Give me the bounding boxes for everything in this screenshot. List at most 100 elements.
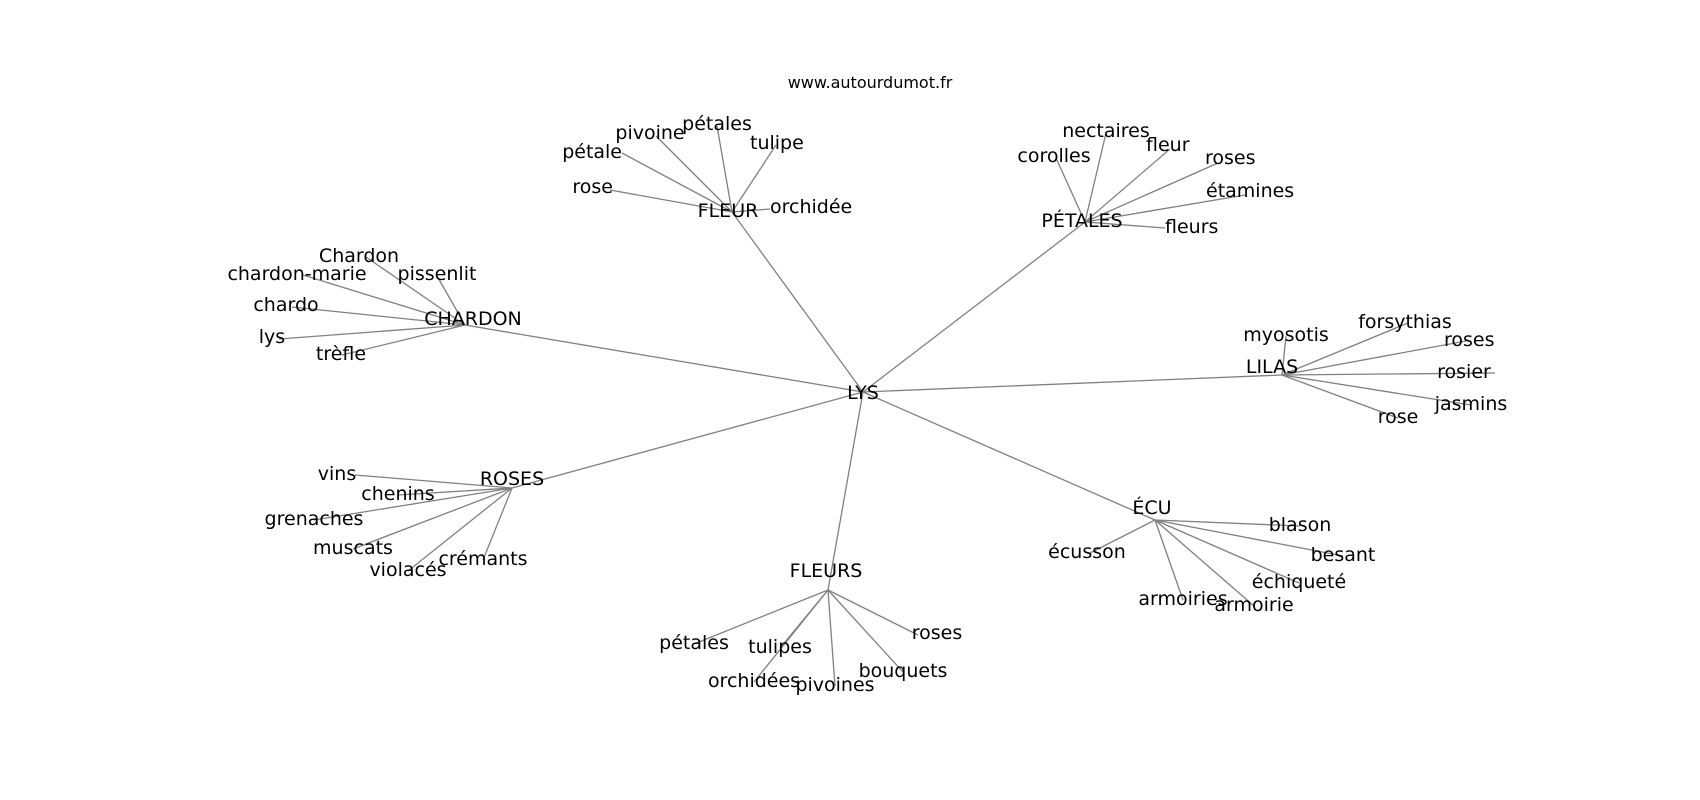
edge-petales-4: [1084, 194, 1246, 223]
leaf-label-roses-1: chenins: [361, 483, 434, 505]
hub-label-fleurs: FLEURS: [790, 560, 863, 582]
edge-roses-2: [313, 487, 513, 521]
hub-label-lilas: LILAS: [1246, 356, 1298, 378]
leaf-label-fleurs-5: roses: [912, 622, 963, 644]
edge-petales-3: [1084, 162, 1219, 223]
leaf-label-roses-5: crémants: [438, 548, 527, 570]
edge-ecu-0: [1089, 519, 1156, 554]
leaf-label-roses-0: vins: [318, 463, 356, 485]
leaf-label-ecu-2: besant: [1311, 544, 1376, 566]
leaf-label-fleurs-3: pivoines: [795, 674, 874, 696]
leaf-label-ecu-0: écusson: [1048, 541, 1126, 563]
leaf-label-lilas-1: forsythias: [1358, 311, 1452, 333]
leaf-label-fleur-0: rose: [572, 176, 613, 198]
edge-petales-0: [1055, 157, 1086, 223]
edge-ecu-5: [1154, 519, 1255, 607]
leaf-label-chardon-1: chardon-marie: [227, 263, 366, 285]
leaf-label-lilas-2: roses: [1444, 329, 1495, 351]
edge-chardon-5: [341, 324, 466, 356]
edge-chardon-2: [436, 275, 466, 326]
leaf-label-chardon-5: trèfle: [316, 343, 366, 365]
edge-roses-0: [354, 474, 513, 489]
edge-center-fleurs: [827, 391, 864, 591]
hub-label-ecu: ÉCU: [1132, 496, 1171, 519]
leaf-label-petales-0: corolles: [1017, 145, 1090, 167]
leaf-label-fleurs-0: pétales: [659, 632, 729, 654]
edge-fleur-1: [621, 152, 733, 213]
leaf-label-lilas-5: rose: [1378, 406, 1419, 428]
center-node-label: LYS: [847, 382, 879, 404]
edge-center-petales: [862, 221, 1086, 393]
edge-ecu-3: [1154, 519, 1300, 584]
edge-chardon-4: [278, 324, 466, 340]
edge-petales-5: [1084, 221, 1166, 229]
leaf-label-lilas-4: jasmins: [1434, 393, 1508, 415]
edge-lilas-3: [1281, 372, 1496, 376]
edge-ecu-1: [1154, 519, 1301, 527]
edge-fleurs-2: [753, 589, 829, 683]
leaf-label-petales-5: fleurs: [1165, 216, 1218, 238]
edge-lilas-4: [1281, 374, 1472, 406]
leaf-label-chardon-2: pissenlit: [398, 263, 477, 285]
leaf-label-petales-4: étamines: [1206, 180, 1294, 202]
edge-center-roses: [511, 391, 864, 489]
edges-layer: [278, 125, 1496, 687]
leaf-label-roses-3: muscats: [313, 537, 393, 559]
edge-chardon-3: [291, 306, 466, 326]
leaf-label-lilas-3: rosier: [1437, 361, 1491, 383]
edge-fleur-4: [731, 144, 777, 213]
leaf-label-fleur-4: tulipe: [750, 132, 804, 154]
edge-center-lilas: [862, 374, 1283, 393]
leaf-label-chardon-4: lys: [259, 326, 285, 348]
edge-lilas-0: [1281, 335, 1287, 376]
edge-lilas-5: [1281, 374, 1399, 419]
edge-ecu-2: [1154, 519, 1344, 557]
leaf-label-chardon-0: Chardon: [319, 245, 399, 267]
hub-label-roses: ROSES: [480, 468, 544, 490]
hub-label-petales: PÉTALES: [1041, 209, 1122, 232]
leaf-label-petales-1: nectaires: [1062, 120, 1150, 142]
labels-layer: LYSFLEURrosepétalepivoinepétalestulipeor…: [227, 113, 1507, 696]
leaf-label-ecu-3: échiqueté: [1252, 571, 1346, 593]
edge-center-chardon: [464, 324, 864, 393]
hub-label-fleur: FLEUR: [698, 200, 759, 222]
leaf-label-fleurs-2: orchidées: [708, 670, 800, 692]
leaf-label-fleurs-1: tulipes: [748, 636, 812, 658]
leaf-label-roses-2: grenaches: [265, 508, 364, 530]
site-url: www.autourdumot.fr: [788, 73, 953, 92]
edge-fleurs-0: [693, 589, 829, 645]
edge-center-ecu: [862, 391, 1156, 521]
leaf-label-lilas-0: myosotis: [1243, 324, 1329, 346]
leaf-label-petales-3: roses: [1205, 147, 1256, 169]
edge-roses-4: [407, 487, 513, 572]
edge-fleurs-4: [827, 589, 904, 673]
hub-label-chardon: CHARDON: [424, 308, 522, 330]
leaf-label-fleur-3: pétales: [682, 113, 752, 135]
edge-fleur-5: [731, 208, 771, 213]
edge-lilas-1: [1281, 322, 1409, 376]
edge-chardon-1: [302, 274, 466, 326]
edge-chardon-0: [365, 256, 466, 326]
leaf-label-ecu-4: armoiries: [1138, 588, 1227, 610]
leaf-label-fleur-2: pivoine: [615, 122, 684, 144]
edge-fleur-0: [609, 189, 733, 213]
edge-ecu-4: [1154, 519, 1184, 601]
edge-center-fleur: [731, 211, 864, 393]
leaf-label-ecu-1: blason: [1269, 514, 1332, 536]
edge-roses-5: [482, 487, 513, 561]
edge-lilas-2: [1281, 340, 1467, 376]
leaf-label-ecu-5: armoirie: [1214, 594, 1293, 616]
edge-roses-1: [397, 487, 513, 496]
edge-roses-3: [352, 487, 513, 550]
edge-fleurs-5: [827, 589, 919, 636]
edge-petales-1: [1084, 132, 1107, 223]
edge-fleur-3: [716, 125, 733, 213]
leaf-label-fleur-5: orchidée: [770, 196, 852, 218]
leaf-label-chardon-3: chardo: [253, 294, 318, 316]
leaf-label-roses-4: violacés: [369, 559, 446, 581]
edge-fleurs-3: [827, 589, 836, 687]
leaf-label-petales-2: fleur: [1146, 134, 1190, 156]
leaf-label-fleur-1: pétale: [562, 141, 622, 163]
edge-petales-2: [1084, 148, 1171, 223]
